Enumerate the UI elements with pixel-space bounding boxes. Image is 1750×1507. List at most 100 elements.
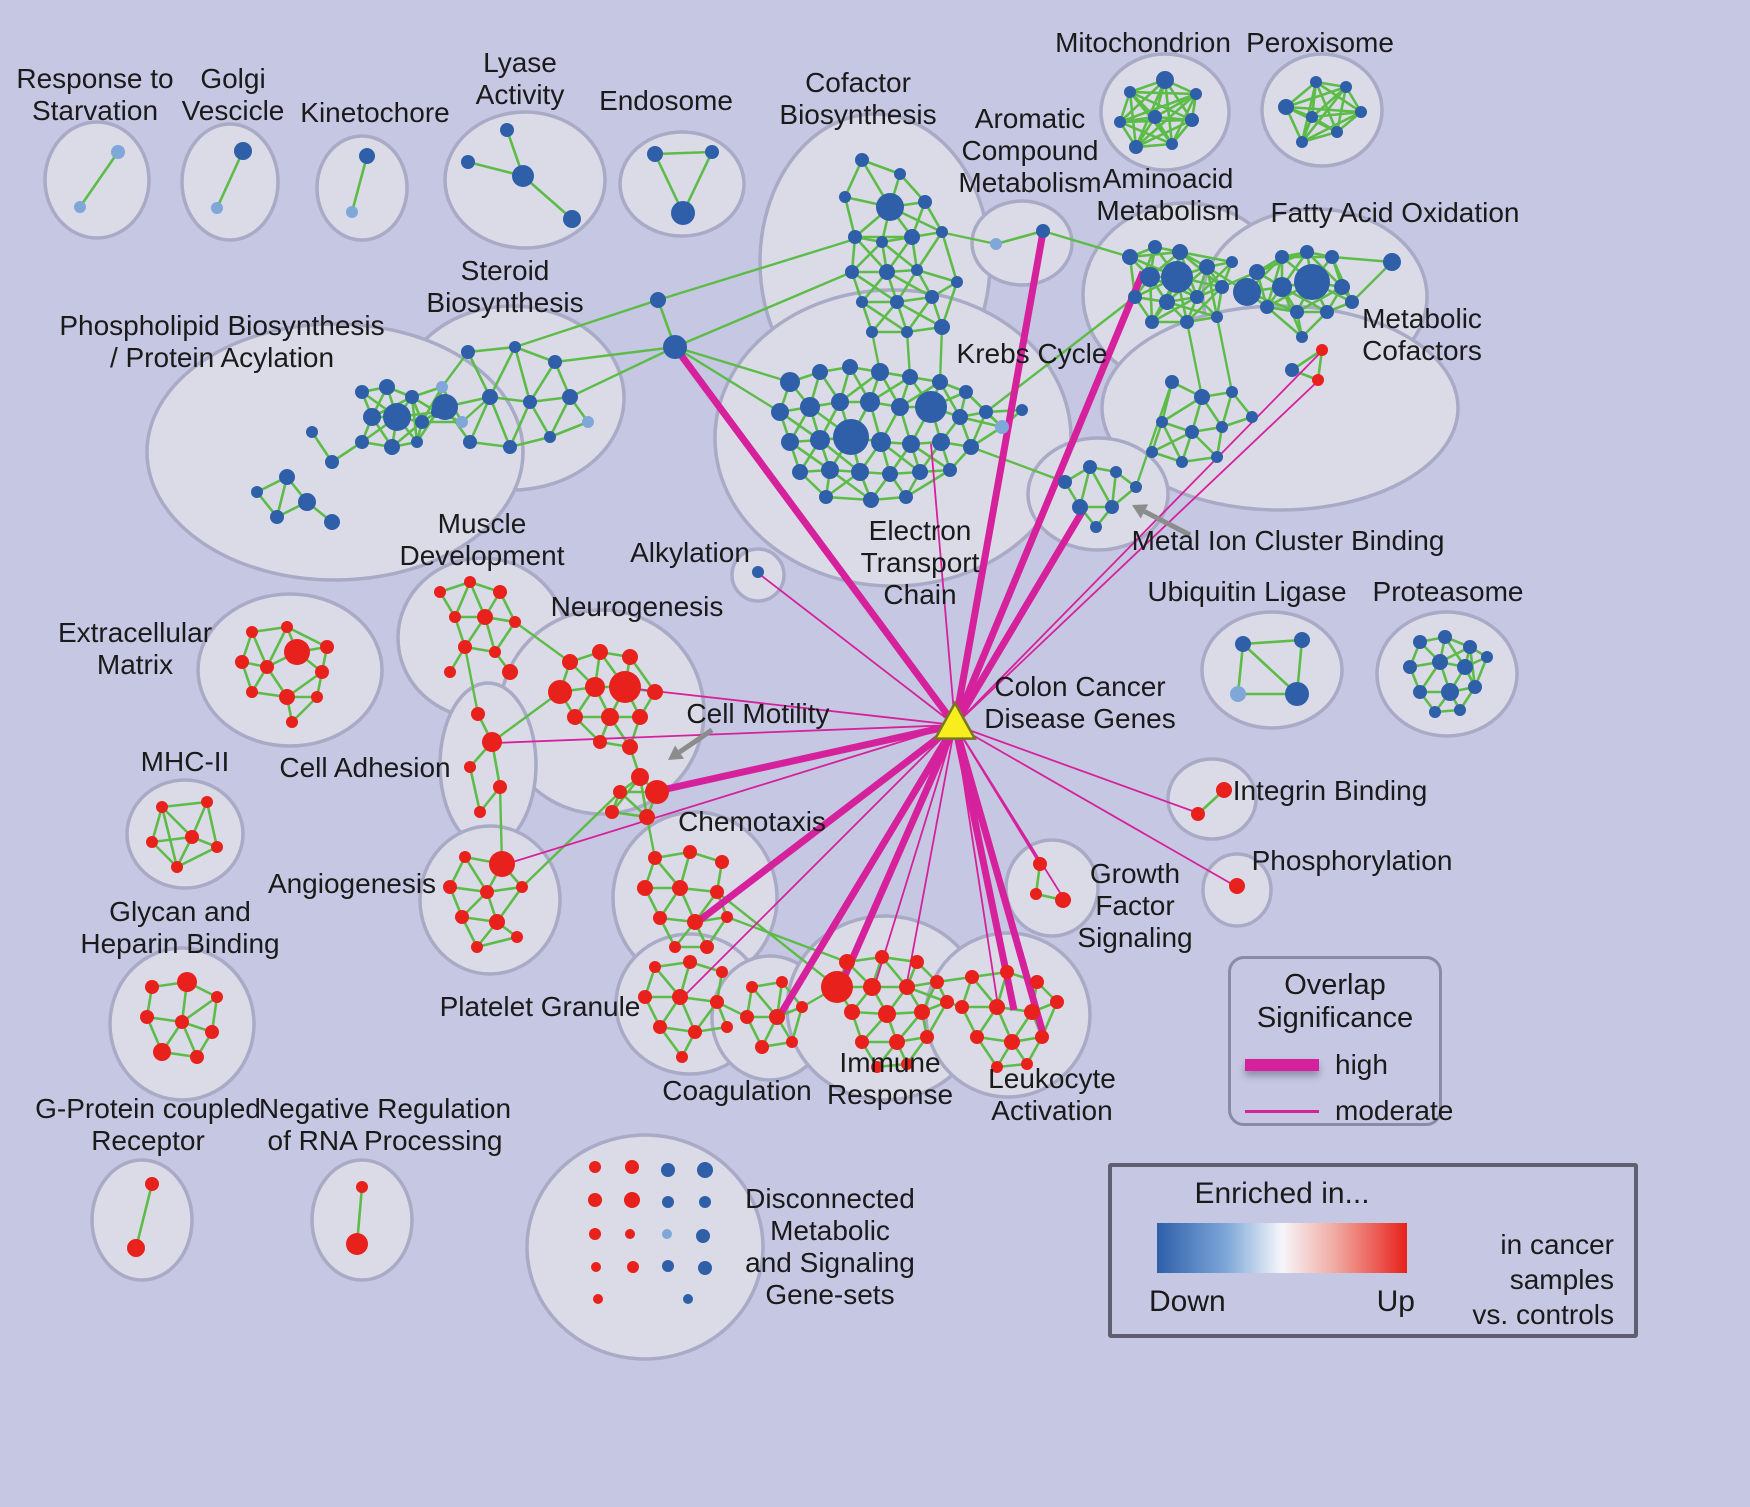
edge-steroid-biosynthesis (513, 346, 532, 403)
node-metal-ion-cluster-binding (1083, 460, 1097, 474)
node-disconnected-gene-sets (624, 1192, 640, 1208)
edge-mhc-ii (160, 806, 179, 868)
node-extracellular-matrix (281, 621, 293, 633)
node-phospholipid-biosynthesis (324, 514, 340, 530)
cross-cluster-edge (1215, 316, 1234, 393)
node-aminoacid-metabolism (1215, 280, 1229, 294)
node-aminoacid-metabolism (1199, 259, 1215, 275)
node-electron-transport-chain (851, 463, 869, 481)
node-electron-transport-chain (932, 433, 950, 451)
cluster-ellipse-cell-adhesion (438, 681, 538, 849)
node-phospholipid-biosynthesis (355, 385, 369, 399)
node-metal-ion-cluster-binding (1058, 475, 1072, 489)
node-electron-transport-chain (792, 464, 808, 480)
node-peroxisome (1355, 106, 1367, 118)
node-electron-transport-chain (959, 385, 973, 399)
enrichment-scale: Enriched in... Down Up (1132, 1175, 1432, 1326)
node-endosome (647, 146, 663, 162)
cross-cluster-edge (1185, 321, 1204, 398)
node-integrin-binding (1191, 807, 1205, 821)
node-proteasome (1457, 659, 1473, 675)
cluster-ellipse-phospholipid-biosynthesis (145, 322, 525, 582)
node-cell-adhesion (474, 806, 486, 818)
node-chemotaxis (653, 911, 667, 925)
node-angiogenesis (455, 910, 469, 924)
node-proteasome (1413, 685, 1427, 699)
cross-cluster-edge (521, 791, 621, 888)
node-metal-ion-cluster-binding (1072, 499, 1088, 515)
edge-muscle-development (493, 621, 517, 653)
edge-mitochondrion (1135, 118, 1193, 149)
node-disconnected-gene-sets (661, 1163, 675, 1177)
node-metabolic-cofactors (1176, 456, 1188, 468)
edge-fatty-acid-oxidation (1266, 306, 1303, 338)
node-disconnected-gene-sets (588, 1193, 602, 1207)
node-electron-transport-chain (1016, 404, 1028, 416)
node-disconnected-gene-sets (698, 1261, 712, 1275)
node-electron-transport-chain (800, 397, 820, 417)
enrichment-note: in cancer samples vs. controls (1432, 1175, 1620, 1330)
node-cofactor-biosynthesis (848, 230, 862, 244)
node-leukocyte-activation (991, 1061, 1003, 1073)
edge-steroid-biosynthesis (508, 401, 532, 448)
node-integrin-binding (1216, 782, 1232, 798)
edge-cell-adhesion (468, 766, 482, 813)
edge-mhc-ii (176, 845, 218, 869)
node-platelet-granule (683, 955, 697, 969)
node-disconnected-gene-sets (662, 1229, 672, 1239)
node-electron-transport-chain (812, 364, 828, 380)
edge-mhc-ii (205, 801, 219, 848)
node-platelet-granule (638, 990, 652, 1004)
cluster-label-coagulation: Coagulation (662, 1075, 811, 1106)
cluster-label-phosphorylation: Phosphorylation (1252, 845, 1453, 876)
legend-row-high: high (1245, 1049, 1425, 1081)
node-disconnected-gene-sets (589, 1161, 601, 1173)
node-phospholipid-biosynthesis (251, 486, 263, 498)
node-metal-ion-cluster-binding (1105, 500, 1119, 514)
node-lyase-activity (500, 123, 514, 137)
node-mhc-ii (201, 796, 213, 808)
node-immune-response (839, 954, 855, 970)
overlap-edge-moderate (493, 724, 956, 744)
node-neurogenesis (592, 644, 608, 660)
node-ubiquitin-ligase (1294, 632, 1310, 648)
node-lyase-activity (512, 165, 534, 187)
node-aminoacid-metabolism (1190, 290, 1204, 304)
node-extracellular-matrix (246, 686, 258, 698)
node-mhc-ii (185, 830, 199, 844)
cluster-label-endosome: Endosome (599, 85, 733, 116)
cross-cluster-edge (970, 445, 1066, 484)
node-angiogenesis (489, 914, 505, 930)
node-peroxisome (1306, 111, 1318, 123)
node-growth-factor-signaling (1033, 857, 1047, 871)
node-angiogenesis (443, 880, 457, 894)
node-immune-response (844, 1004, 860, 1020)
overlap-edge-moderate (954, 350, 1323, 726)
node-cofactor-biosynthesis (856, 296, 868, 308)
node-cell-adhesion (464, 761, 476, 773)
node-mitochondrion (1190, 88, 1202, 100)
node-disconnected-gene-sets (591, 1262, 601, 1272)
node-electron-transport-chain (912, 464, 928, 480)
legend-row-moderate: moderate (1245, 1095, 1453, 1127)
node-extracellular-matrix (320, 640, 334, 654)
node-immune-response (914, 1004, 930, 1020)
node-steroid-biosynthesis (544, 431, 556, 443)
node-electron-transport-chain (863, 492, 879, 508)
cluster-label-peroxisome: Peroxisome (1246, 27, 1394, 58)
node-metabolic-cofactors (1194, 389, 1210, 405)
node-glycan-heparin-binding (140, 1010, 154, 1024)
moderate-significance-label: moderate (1335, 1095, 1454, 1126)
overlap-edge-high (777, 723, 958, 1017)
node-platelet-granule (676, 1051, 688, 1063)
edge-peroxisome (1301, 110, 1362, 144)
moderate-significance-swatch (1245, 1109, 1319, 1113)
cross-cluster-edge (674, 270, 853, 349)
cross-cluster-edge (716, 891, 838, 988)
node-metabolic-cofactors (1246, 411, 1258, 423)
